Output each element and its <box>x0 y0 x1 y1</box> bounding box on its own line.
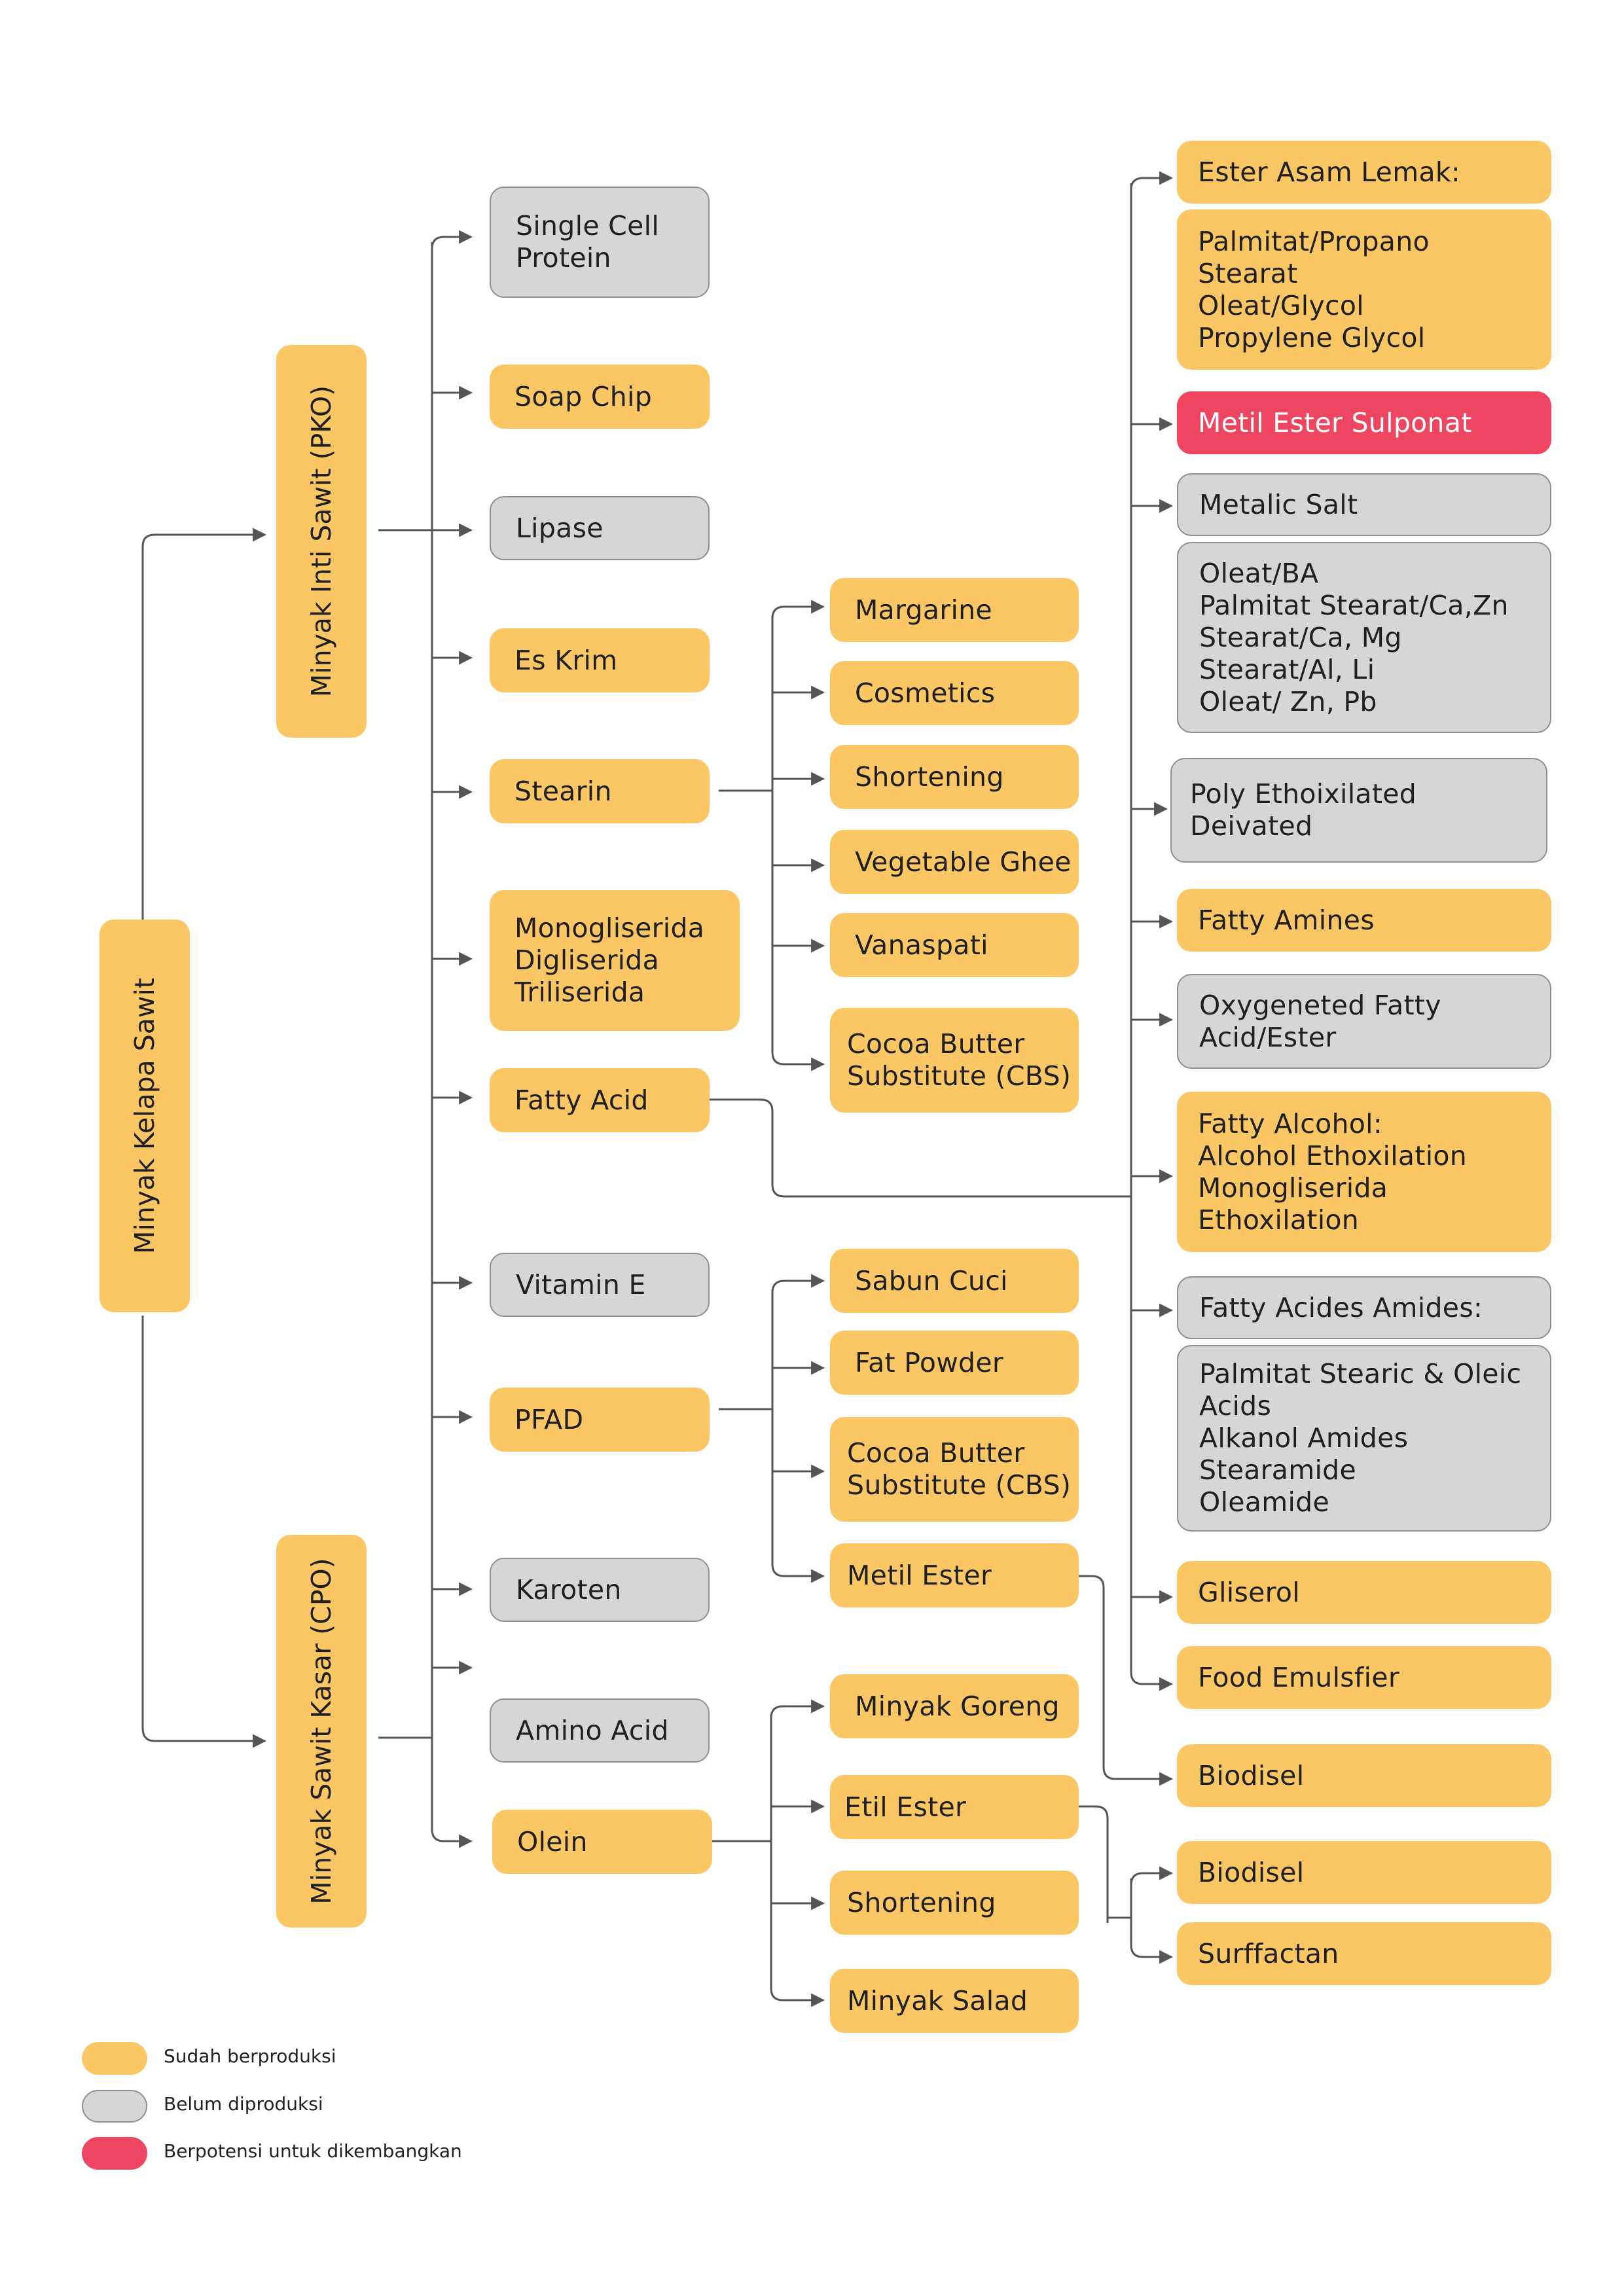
legend-label-potential: Berpotensi untuk dikembangkan <box>164 2140 462 2162</box>
gliserol-node: Gliserol <box>1177 1561 1551 1624</box>
legend-label-not-produced: Belum diproduksi <box>164 2093 323 2115</box>
root-label: Minyak Kelapa Sawit <box>129 978 160 1254</box>
pko-label: Minyak Inti Sawit (PKO) <box>306 385 337 698</box>
cpo-node: Minyak Sawit Kasar (CPO) <box>276 1535 367 1928</box>
etil-ester-node: Etil Ester <box>830 1775 1079 1839</box>
metalic-salt-list: Oleat/BA Palmitat Stearat/Ca,Zn Stearat/… <box>1177 542 1551 733</box>
biodisel-node-1: Biodisel <box>1177 1744 1551 1807</box>
olein-node: Olein <box>492 1810 712 1874</box>
lipase-node: Lipase <box>490 496 710 560</box>
minyak-goreng-node: Minyak Goreng <box>830 1674 1079 1738</box>
fat-powder-node: Fat Powder <box>830 1331 1079 1395</box>
margarine-node: Margarine <box>830 578 1079 642</box>
sabun-cuci-node: Sabun Cuci <box>830 1249 1079 1313</box>
shortening-node-1: Shortening <box>830 745 1079 809</box>
amino-acid-node: Amino Acid <box>490 1698 710 1763</box>
legend-label-produced: Sudah berproduksi <box>164 2045 336 2067</box>
amides-list: Palmitat Stearic & Oleic Acids Alkanol A… <box>1177 1345 1551 1532</box>
biodisel-node-2: Biodisel <box>1177 1841 1551 1904</box>
stearin-node: Stearin <box>490 759 710 823</box>
cosmetics-node: Cosmetics <box>830 661 1079 725</box>
fatty-alcohol-node: Fatty Alcohol: Alcohol Ethoxilation Mono… <box>1177 1092 1551 1252</box>
fatty-acides-amides-node: Fatty Acides Amides: <box>1177 1276 1551 1339</box>
root-node: Minyak Kelapa Sawit <box>99 920 190 1312</box>
oxygeneted-fatty-node: Oxygeneted Fatty Acid/Ester <box>1177 974 1551 1069</box>
soap-chip-node: Soap Chip <box>490 365 710 429</box>
karoten-node: Karoten <box>490 1558 710 1622</box>
food-emulsifier-node: Food Emulsfier <box>1177 1646 1551 1709</box>
ester-asam-lemak-list: Palmitat/Propano Stearat Oleat/Glycol Pr… <box>1177 209 1551 370</box>
vegetable-ghee-node: Vegetable Ghee <box>830 830 1079 894</box>
cpo-label: Minyak Sawit Kasar (CPO) <box>306 1558 337 1905</box>
fatty-acid-node: Fatty Acid <box>490 1068 710 1132</box>
poly-ethoxylated-node: Poly Ethoixilated Deivated <box>1170 758 1547 863</box>
metil-ester-node: Metil Ester <box>830 1543 1079 1607</box>
single-cell-protein-node: Single Cell Protein <box>490 187 710 298</box>
minyak-salad-node: Minyak Salad <box>830 1969 1079 2033</box>
cbs-node-2: Cocoa Butter Substitute (CBS) <box>830 1417 1079 1522</box>
pfad-node: PFAD <box>490 1388 710 1452</box>
fatty-amines-node: Fatty Amines <box>1177 889 1551 952</box>
es-krim-node: Es Krim <box>490 628 710 692</box>
surfactan-node: Surffactan <box>1177 1922 1551 1985</box>
vitamin-e-node: Vitamin E <box>490 1253 710 1317</box>
ester-asam-lemak-node: Ester Asam Lemak: <box>1177 141 1551 204</box>
shortening-node-2: Shortening <box>830 1871 1079 1935</box>
pko-node: Minyak Inti Sawit (PKO) <box>276 345 367 738</box>
legend-swatch-not-produced <box>82 2090 147 2123</box>
legend-swatch-produced <box>82 2042 147 2075</box>
vanaspati-node: Vanaspati <box>830 913 1079 977</box>
metalic-salt-node: Metalic Salt <box>1177 473 1551 536</box>
glycerides-node: Monogliserida Digliserida Triliserida <box>490 890 740 1031</box>
cbs-node-1: Cocoa Butter Substitute (CBS) <box>830 1008 1079 1113</box>
metil-ester-sulponat-node: Metil Ester Sulponat <box>1177 391 1551 454</box>
legend-swatch-potential <box>82 2137 147 2170</box>
